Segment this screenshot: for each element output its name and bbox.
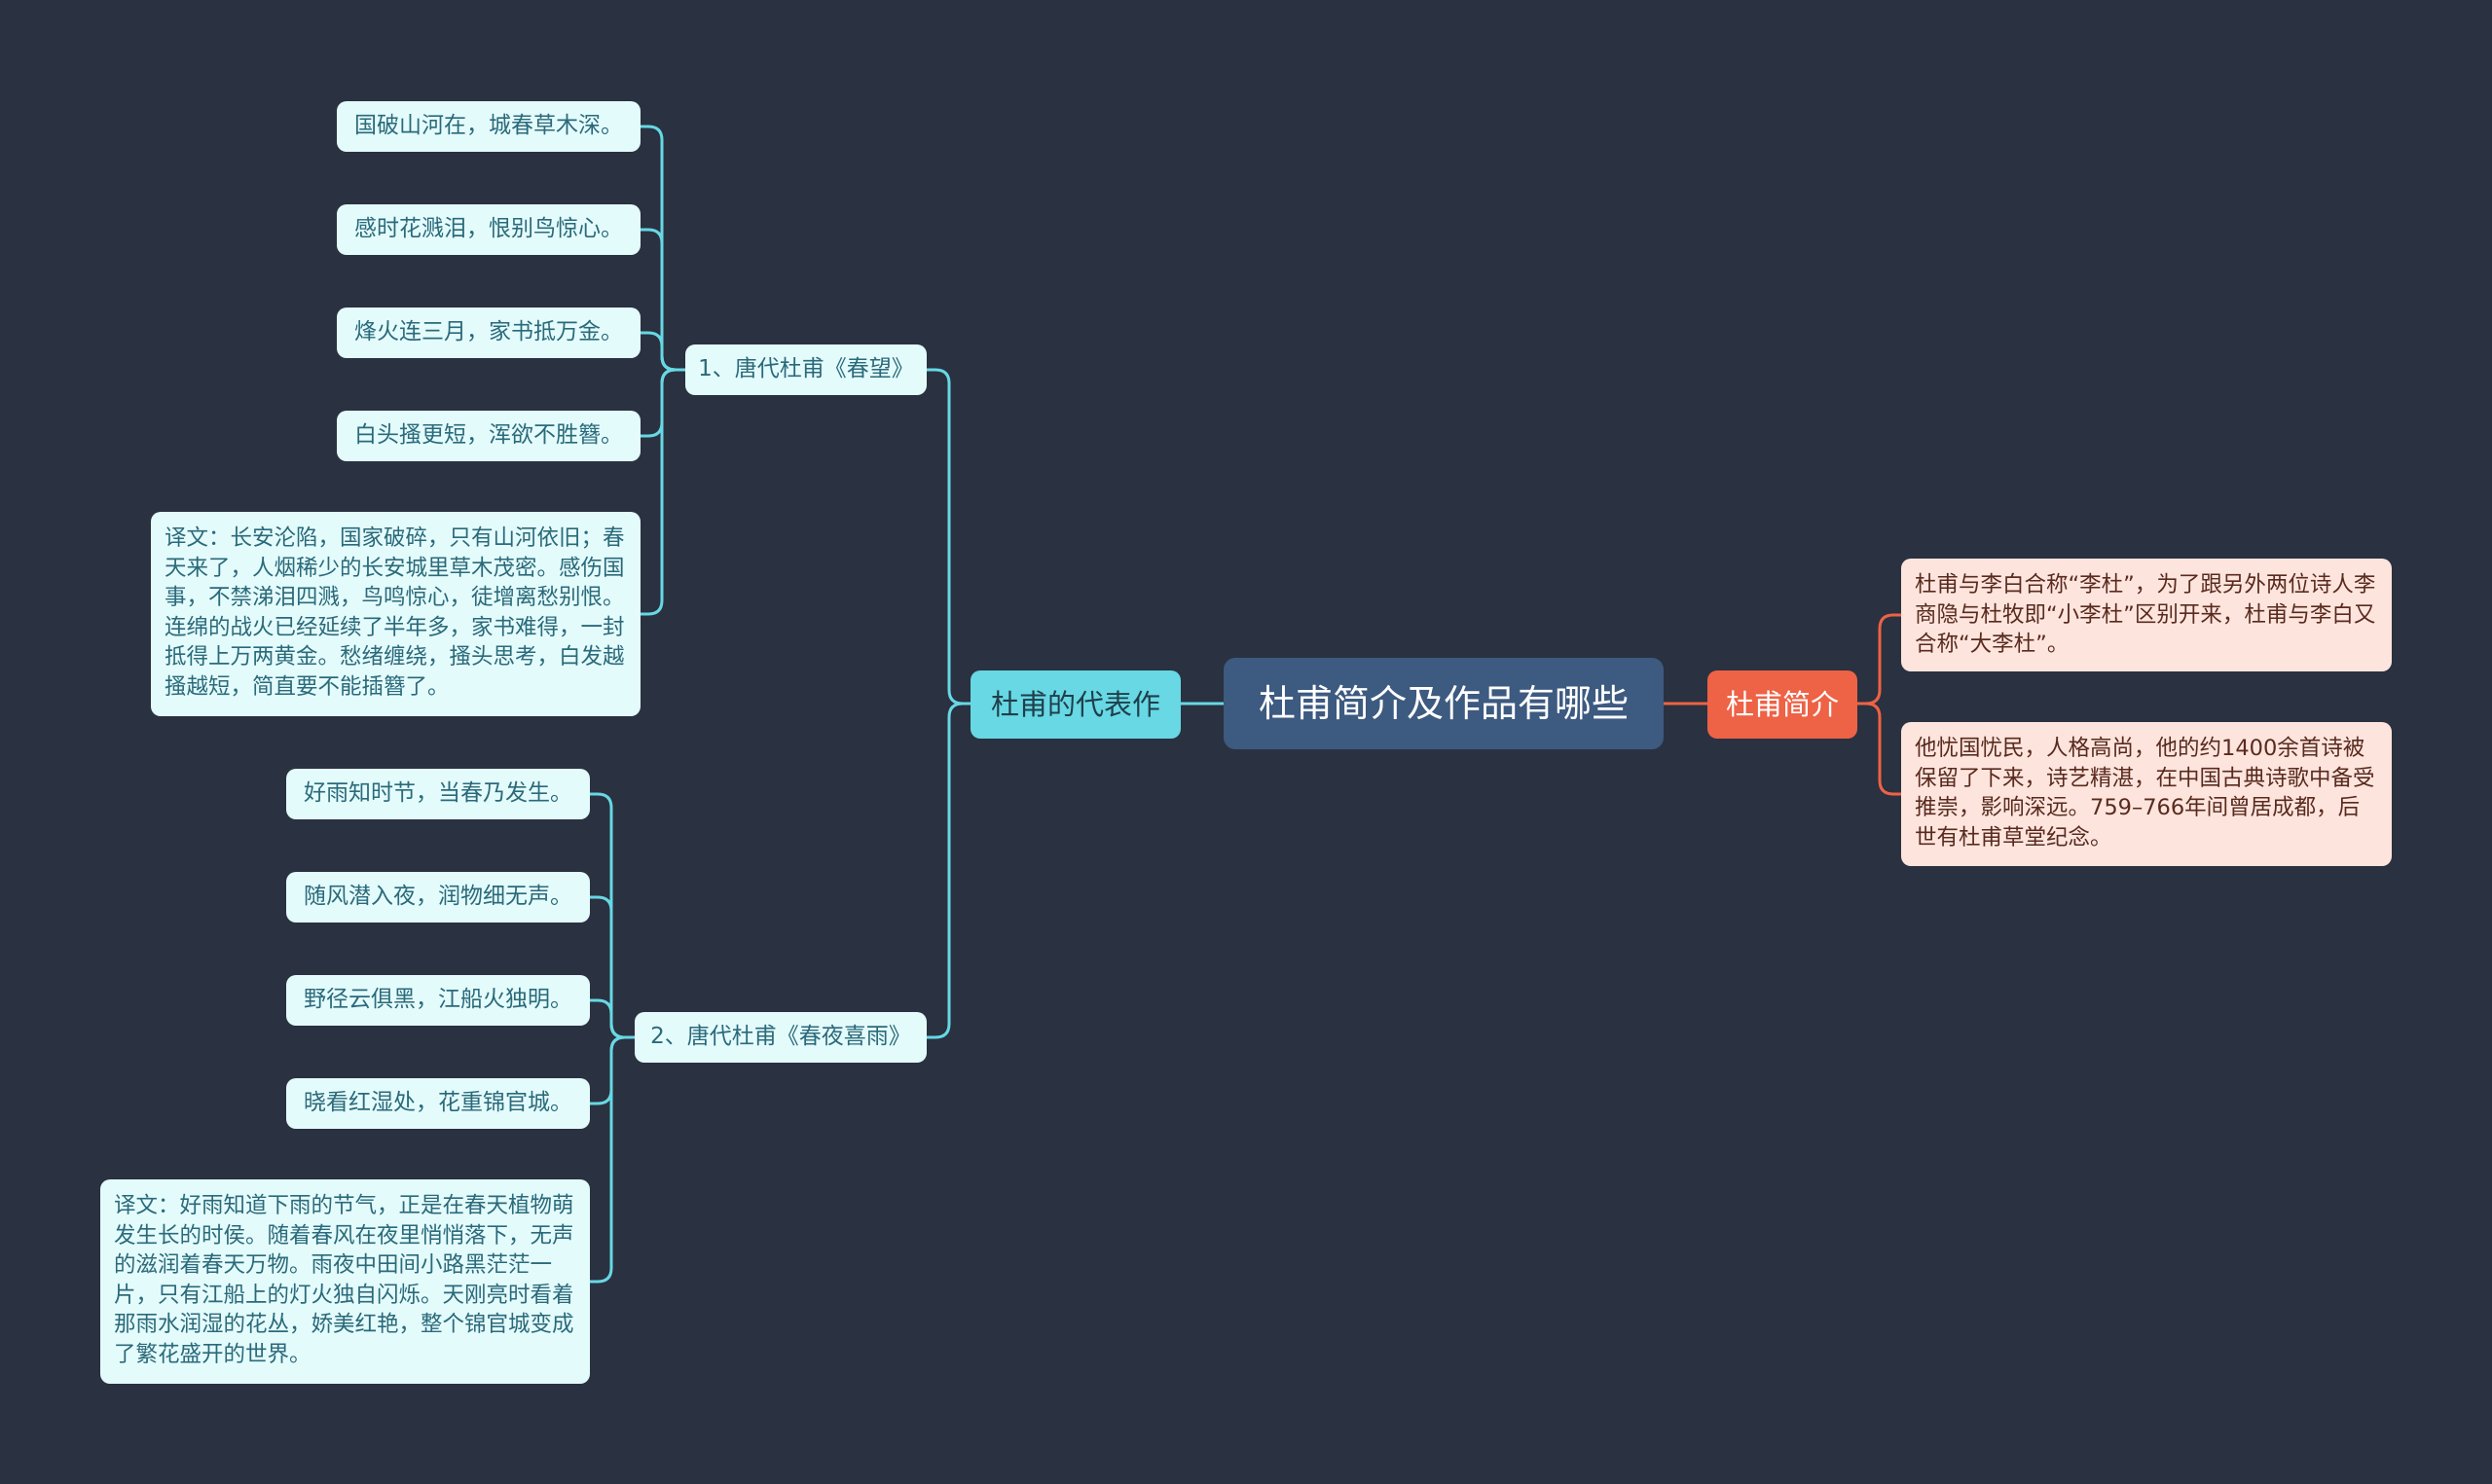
poem-chunwang-topic[interactable]: 1、唐代杜甫《春望》 <box>685 344 927 395</box>
link-bio-item-2 <box>1857 702 1901 796</box>
poem-chunyexiyu-topic[interactable]: 2、唐代杜甫《春夜喜雨》 <box>635 1012 927 1063</box>
poem1-line-3[interactable]: 烽火连三月，家书抵万金。 <box>337 308 641 358</box>
poem1-line-1[interactable]: 国破山河在，城春草木深。 <box>337 101 641 152</box>
poem2-line-2[interactable]: 随风潜入夜，润物细无声。 <box>286 872 590 923</box>
poem2-line-1[interactable]: 好雨知时节，当春乃发生。 <box>286 769 590 819</box>
poem1-translation[interactable]: 译文：长安沦陷，国家破碎，只有山河依旧；春天来了，人烟稀少的长安城里草木茂密。感… <box>151 512 641 716</box>
link-branch-poem2 <box>927 702 971 1039</box>
poem1-line-2[interactable]: 感时花溅泪，恨别鸟惊心。 <box>337 204 641 255</box>
poem2-line-3[interactable]: 野径云俱黑，江船火独明。 <box>286 975 590 1026</box>
branch-biography[interactable]: 杜甫简介 <box>1707 670 1857 739</box>
branch-representative-works[interactable]: 杜甫的代表作 <box>971 670 1181 739</box>
biography-item-2[interactable]: 他忧国忧民，人格高尚，他的约1400余首诗被保留了下来，诗艺精湛，在中国古典诗歌… <box>1901 722 2392 866</box>
biography-item-1[interactable]: 杜甫与李白合称“李杜”，为了跟另外两位诗人李商隐与杜牧即“小李杜”区别开来，杜甫… <box>1901 559 2392 671</box>
link-poem1-child-4 <box>641 368 685 616</box>
root-topic[interactable]: 杜甫简介及作品有哪些 <box>1224 658 1664 749</box>
poem2-translation[interactable]: 译文：好雨知道下雨的节气，正是在春天植物萌发生长的时侯。随着春风在夜里悄悄落下，… <box>100 1179 590 1384</box>
link-poem2-child-4 <box>590 1035 635 1284</box>
poem2-line-4[interactable]: 晓看红湿处，花重锦官城。 <box>286 1078 590 1129</box>
link-branch-poem1 <box>927 368 971 706</box>
link-bio-item-1 <box>1857 613 1901 706</box>
poem1-line-4[interactable]: 白头搔更短，浑欲不胜簪。 <box>337 411 641 461</box>
